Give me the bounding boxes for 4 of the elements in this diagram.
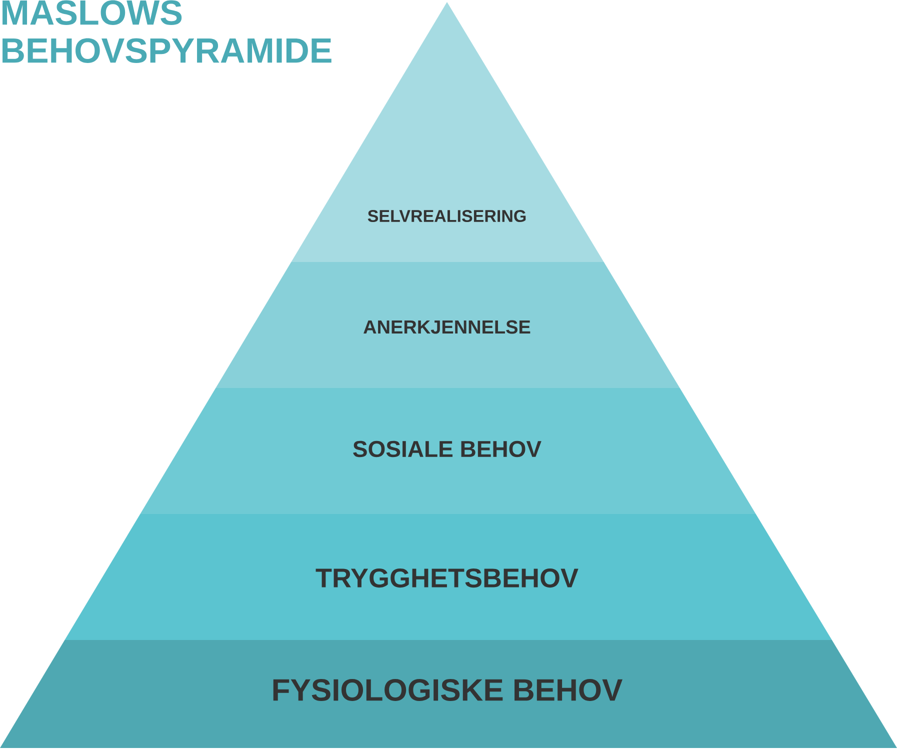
- pyramid-band: ANERKJENNELSE: [216, 262, 680, 388]
- pyramid-band: SOSIALE BEHOV: [140, 388, 756, 514]
- pyramid-band: FYSIOLOGISKE BEHOV: [0, 640, 897, 748]
- pyramid-band: TRYGGHETSBEHOV: [64, 514, 832, 640]
